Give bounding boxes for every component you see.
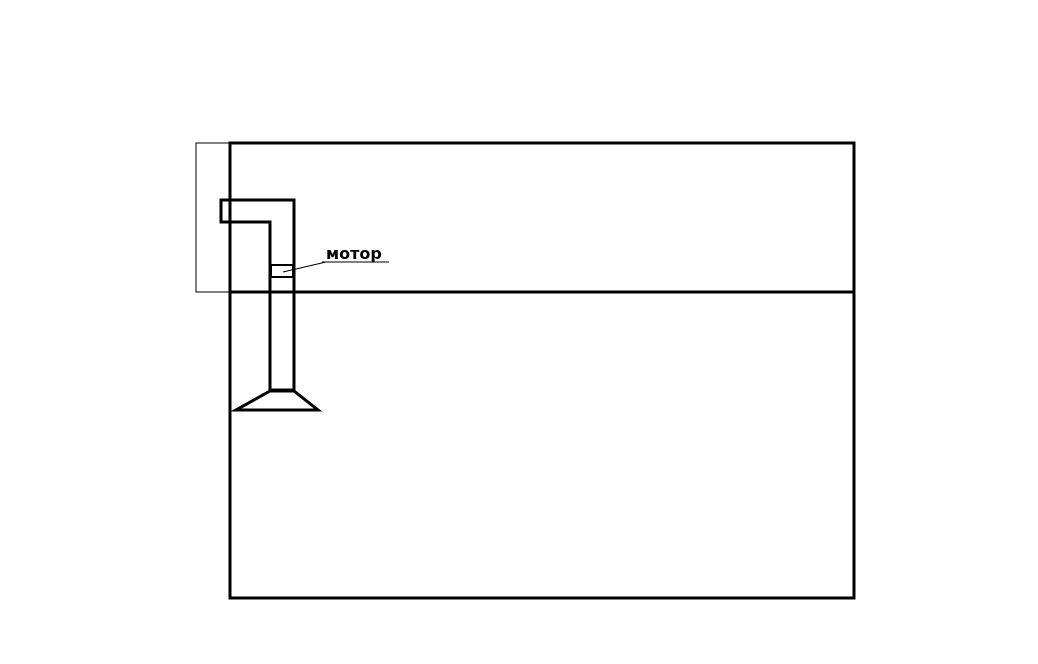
outer-enclosure <box>228 141 856 600</box>
motor-leader-line <box>282 261 327 273</box>
motor-box <box>270 264 294 278</box>
exterior-bracket <box>195 142 230 293</box>
exhaust-duct <box>219 198 296 390</box>
exhaust-hood <box>230 389 323 412</box>
motor-label: мотор <box>326 244 382 263</box>
